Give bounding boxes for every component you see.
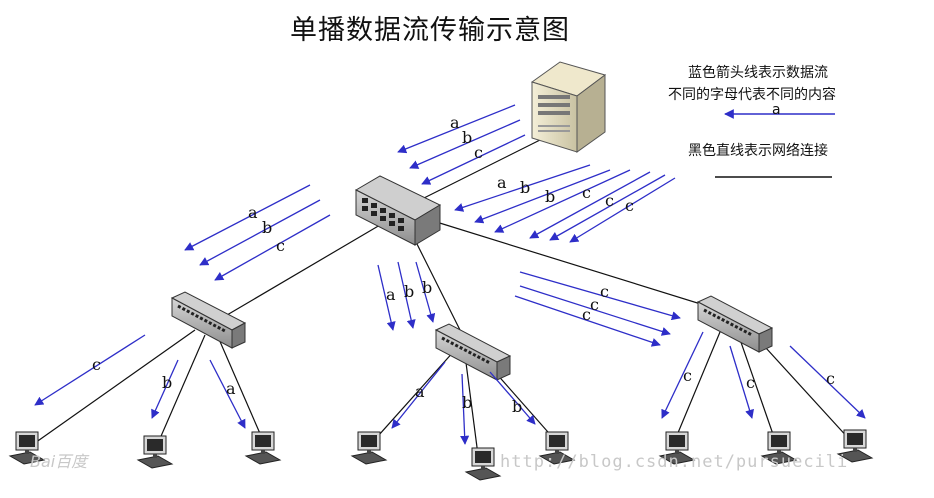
middle_switch_to_pcs-arrow: [489, 371, 536, 425]
core_to_right_switch-label: c: [590, 295, 599, 314]
core_to_middle_switch-arrow: [377, 264, 396, 331]
right_switch_to_pcs-arrow: [729, 345, 754, 419]
core_to_left_switch-arrow: [199, 199, 321, 266]
core_to_right_group-arrow: [474, 169, 611, 224]
core_to_right_group-label: c: [605, 191, 614, 210]
core_to_right_switch-arrow: [514, 295, 661, 347]
core_to_right_group-arrow: [549, 174, 666, 241]
watermark-url: http://blog.csdn.net/pursuecili: [500, 452, 849, 472]
pc-icons: [8, 429, 874, 481]
server_to_core-arrow: [397, 104, 516, 154]
middle_switch_to_pcs-label: b: [512, 397, 522, 416]
core_to_right_group-label: b: [545, 187, 555, 206]
core_to_right_switch-arrow: [519, 271, 681, 321]
left_switch_to_pcs-arrow: [34, 334, 146, 406]
core_to_right_switch-label: c: [600, 282, 609, 301]
network-links: [24, 139, 851, 456]
right_switch_to_pcs-arrow: [661, 331, 704, 419]
core_to_left_switch-arrow: [214, 214, 331, 281]
pc-icon: [464, 447, 502, 481]
core_to_right_group-label: a: [497, 173, 507, 192]
baidu-logo: Bai百度: [30, 452, 88, 471]
pc-icon: [658, 431, 696, 465]
core_to_middle_switch-label: b: [404, 282, 414, 301]
server_to_core-arrow: [421, 134, 526, 185]
left_switch_to_pcs-label: a: [226, 379, 236, 398]
left_switch_to_pcs-arrow: [209, 359, 246, 429]
pc-icon: [8, 431, 46, 465]
server-icon: [530, 61, 607, 153]
pc-icon: [760, 431, 798, 465]
core_to_middle_switch-arrow: [415, 261, 436, 323]
core_to_middle_switch-label: b: [422, 278, 432, 297]
diagram-title: 单播数据流传输示意图: [290, 15, 570, 46]
core_to_left_switch-arrow: [184, 184, 311, 251]
core_to_right_switch-label: c: [582, 305, 591, 324]
server_to_core-label: c: [474, 143, 483, 162]
right-switch-icon: [696, 295, 774, 353]
core_to_right_group-label: c: [625, 196, 634, 215]
server_to_core-label: a: [450, 113, 460, 132]
core_to_left_switch-label: b: [262, 218, 272, 237]
middle_switch_to_pcs-arrow: [391, 361, 446, 429]
core_to_left_switch-label: a: [248, 203, 258, 222]
left_switch_to_pcs-label: c: [92, 355, 101, 374]
server_to_core-arrow: [409, 119, 521, 169]
legend-letter-text: 不同的字母代表不同的内容: [668, 87, 836, 103]
core_to_right_group-label: b: [520, 178, 530, 197]
core_to_right_group-arrow: [529, 171, 651, 239]
pc-icon: [538, 431, 576, 465]
left-switch-icon: [170, 291, 247, 349]
pc-icon: [244, 431, 282, 465]
core-switch-icon: [354, 175, 442, 246]
middle-switch-icon: [434, 323, 512, 381]
left_switch_to_pcs-arrow: [151, 359, 179, 419]
middle_switch_to_pcs-label: a: [415, 382, 425, 401]
core_to_left_switch-label: c: [276, 236, 285, 255]
pc-icon: [350, 431, 388, 465]
legend-sample-letter: a: [772, 102, 781, 118]
core_to_right_group-arrow: [454, 164, 591, 212]
core_to_right_group-label: c: [582, 183, 591, 202]
core_to_right_group-arrow: [494, 169, 631, 233]
right_switch_to_pcs-label: c: [746, 373, 755, 392]
pc-icon: [836, 429, 874, 463]
core_to_right_switch-arrow: [519, 285, 671, 336]
middle_switch_to_pcs-arrow: [460, 373, 470, 445]
right_switch_to_pcs-label: c: [683, 366, 692, 385]
core_to_middle_switch-label: a: [386, 285, 396, 304]
legend-flow-text: 蓝色箭头线表示数据流: [688, 65, 828, 81]
middle_switch_to_pcs-label: b: [462, 393, 472, 412]
legend-link-text: 黑色直线表示网络连接: [688, 143, 828, 159]
core_to_right_group-arrow: [569, 177, 676, 243]
right_switch_to_pcs-arrow: [789, 345, 866, 419]
right_switch_to_pcs-label: c: [826, 369, 835, 388]
core_to_middle_switch-arrow: [397, 261, 416, 329]
left_switch_to_pcs-label: b: [162, 373, 172, 392]
pc-icon: [136, 435, 174, 469]
server_to_core-label: b: [462, 128, 472, 147]
